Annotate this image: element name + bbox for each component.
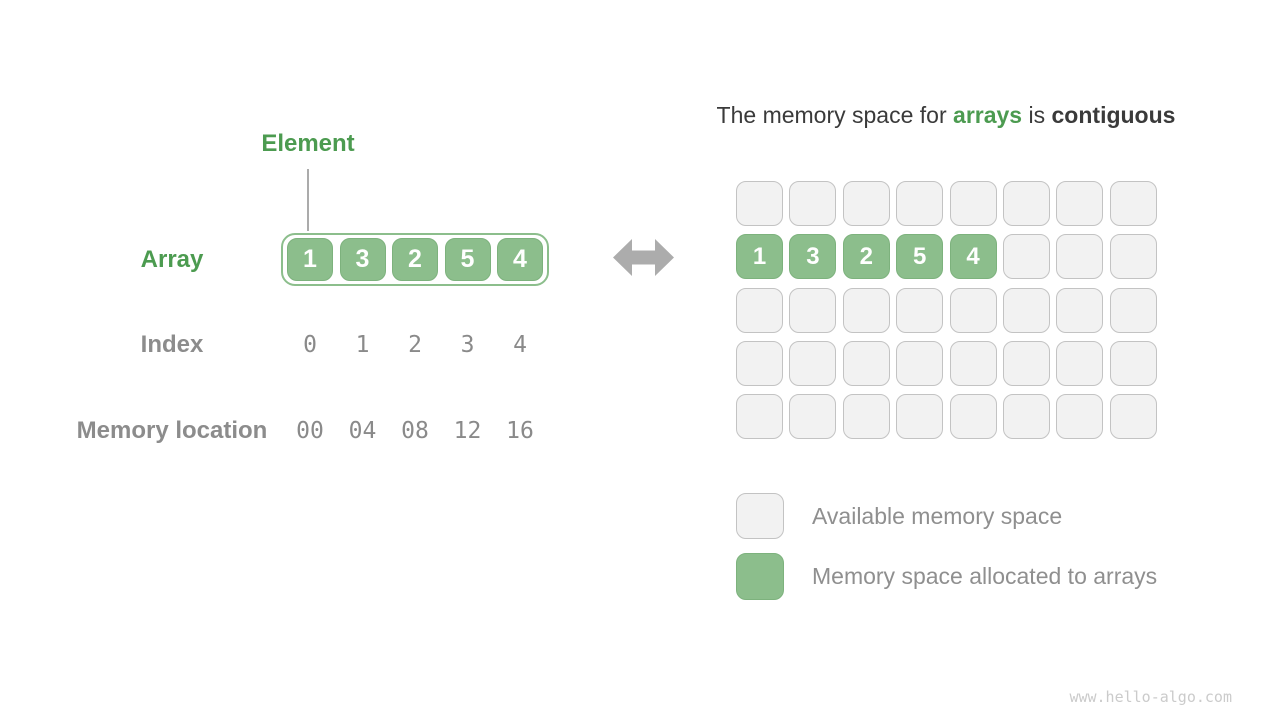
memory-cell-available — [789, 340, 837, 386]
legend-available-swatch — [736, 493, 784, 539]
memory-cell-available — [842, 287, 890, 333]
legend-allocated-label: Memory space allocated to arrays — [812, 563, 1158, 589]
element-label: Element — [261, 130, 355, 157]
title-prefix: The memory space for — [716, 102, 947, 128]
array-cell: 4 — [497, 238, 543, 281]
index-label: Index — [140, 331, 204, 358]
memory-cell-available — [736, 287, 783, 333]
memory-cell-available — [789, 394, 837, 440]
index-value: 2 — [408, 332, 422, 358]
memory-cell-available — [1109, 340, 1157, 386]
memory-cell-available — [736, 340, 783, 386]
memory-location-value: 00 — [296, 418, 324, 444]
array-cell: 1 — [287, 238, 333, 281]
memory-cell-available — [789, 181, 837, 226]
title-connector: is — [1028, 102, 1046, 128]
index-value: 3 — [460, 332, 475, 358]
memory-cell-available — [789, 287, 837, 333]
memory-cell-available — [896, 340, 944, 386]
memory-location-row: 00 04 08 12 16 — [287, 418, 543, 445]
memory-cell-available — [1002, 394, 1050, 440]
index-value: 4 — [513, 332, 527, 358]
panel-title: The memory space for arrays is contiguou… — [646, 101, 1246, 129]
memory-location-value: 04 — [348, 418, 377, 444]
memory-cell-available — [842, 394, 890, 440]
memory-cell-available — [896, 287, 944, 333]
index-value: 0 — [303, 332, 317, 358]
memory-cell-available — [949, 181, 997, 226]
array-cell: 5 — [444, 238, 491, 281]
memory-cell-available — [1109, 394, 1157, 440]
memory-cell-allocated: 2 — [842, 234, 890, 280]
memory-cell-available — [1109, 181, 1157, 226]
memory-cell-available — [949, 394, 997, 440]
legend-allocated-swatch — [736, 553, 784, 600]
memory-cell-available — [896, 394, 944, 440]
memory-cell-available — [949, 340, 997, 386]
memory-location-label: Memory location — [76, 417, 268, 444]
memory-cell-available — [736, 181, 783, 226]
memory-cell-available — [842, 340, 890, 386]
title-highlight: arrays — [953, 102, 1023, 128]
memory-cell-available — [896, 181, 944, 226]
memory-cell-available — [1056, 181, 1104, 226]
memory-cell-allocated: 3 — [789, 234, 837, 280]
memory-cell-available — [736, 394, 783, 440]
memory-cell-available — [1056, 287, 1104, 333]
array-cell: 2 — [392, 238, 438, 281]
title-emphasis: contiguous — [1051, 102, 1176, 128]
array-cell: 3 — [339, 238, 386, 281]
index-row: 0 1 2 3 4 — [287, 332, 543, 359]
memory-cell-available — [1056, 340, 1104, 386]
memory-location-value: 12 — [453, 418, 482, 444]
memory-cell-allocated: 1 — [736, 234, 783, 280]
watermark: www.hello-algo.com — [1069, 688, 1232, 706]
legend-available-label: Available memory space — [812, 503, 1063, 529]
memory-cell-available — [1056, 234, 1104, 280]
element-pointer-line — [307, 169, 309, 231]
memory-location-value: 16 — [506, 418, 534, 444]
memory-cell-available — [1002, 340, 1050, 386]
memory-cell-allocated: 5 — [896, 234, 944, 280]
memory-cell-available — [1056, 394, 1104, 440]
memory-cell-allocated: 4 — [949, 234, 997, 280]
index-value: 1 — [355, 332, 370, 358]
memory-cell-available — [1109, 287, 1157, 333]
memory-cell-available — [1002, 234, 1050, 280]
memory-cell-available — [949, 287, 997, 333]
memory-cell-available — [1002, 181, 1050, 226]
double-arrow-icon — [613, 239, 674, 276]
memory-cell-available — [1002, 287, 1050, 333]
memory-cell-available — [842, 181, 890, 226]
array-label: Array — [140, 246, 204, 273]
memory-cell-available — [1109, 234, 1157, 280]
memory-location-value: 08 — [401, 418, 429, 444]
